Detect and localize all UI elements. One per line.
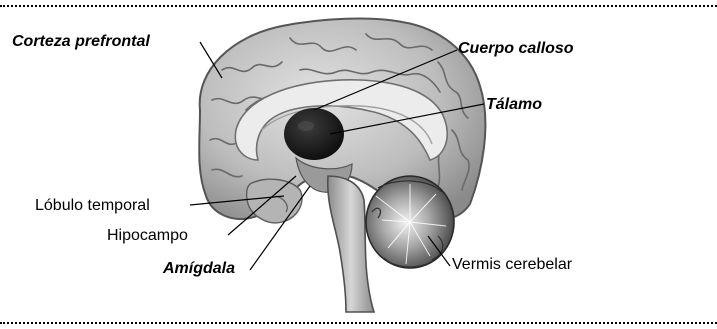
label-corteza-prefrontal: Corteza prefrontal (12, 33, 150, 51)
label-hipocampo: Hipocampo (107, 227, 188, 245)
label-vermis-cerebelar: Vermis cerebelar (452, 256, 572, 274)
thalamus (284, 108, 344, 160)
bottom-dotted-divider (0, 322, 717, 324)
label-lobulo-temporal: Lóbulo temporal (35, 197, 150, 215)
label-amigdala: Amígdala (163, 260, 235, 278)
label-talamo: Tálamo (486, 96, 542, 114)
brain-stem (328, 176, 374, 312)
label-cuerpo-calloso: Cuerpo calloso (458, 40, 574, 58)
